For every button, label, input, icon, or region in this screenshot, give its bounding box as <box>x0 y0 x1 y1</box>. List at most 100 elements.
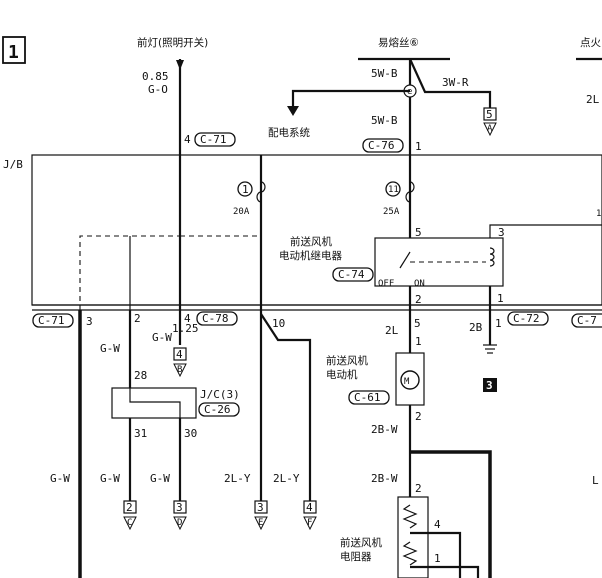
pin-5-relay: 5 <box>415 226 422 239</box>
fuse-11-badge <box>385 181 401 197</box>
relay-coil-feed <box>489 224 602 238</box>
ref-2c-num: 2 <box>126 501 133 514</box>
ref-2c-letter: C <box>127 518 132 528</box>
jc-label: J/C(3) <box>200 388 240 401</box>
pin-3-left: 3 <box>86 315 93 328</box>
pin-31: 31 <box>134 427 147 440</box>
ref-3d: 3 D <box>173 500 187 531</box>
jc-box <box>111 387 197 419</box>
wire-3wr-label: 3W-R <box>442 76 469 89</box>
resistor-tap-4 <box>410 531 462 578</box>
pin-1-right: 1 <box>495 317 502 330</box>
fuse-1-icon <box>256 181 266 203</box>
pin-1-motor: 1 <box>415 335 422 348</box>
c61-connector <box>348 390 390 405</box>
wire-2ly-bottom-0: 2L-Y <box>224 472 251 485</box>
pin-1-res: 1 <box>434 552 441 565</box>
ref-3d-num: 3 <box>176 501 183 514</box>
ref-3e: 3 E <box>254 500 268 531</box>
wire-3wr <box>408 58 492 108</box>
resistor-icon-1 <box>402 504 418 529</box>
fuse-11-num: 11 <box>388 185 399 195</box>
wire-2bw-branch <box>410 450 492 578</box>
c78-connector <box>196 311 238 326</box>
c71-bottom-label: C-71 <box>38 314 65 327</box>
ref-5a-num: 5 <box>486 108 493 121</box>
pin-2-relay: 2 <box>415 293 422 306</box>
c7-cut-connector <box>571 313 602 328</box>
jb-dash-left <box>79 235 180 310</box>
ground-icon <box>483 344 497 354</box>
pin-1-relay: 1 <box>497 292 504 305</box>
pin-2-left: 2 <box>134 312 141 325</box>
c26-label: C-26 <box>204 403 231 416</box>
c78-label: C-78 <box>202 312 229 325</box>
resistor-icon-2 <box>402 541 418 566</box>
distribution-label: 配电系统 <box>268 126 310 139</box>
ref-5a: 5 A <box>483 107 497 137</box>
wire-2bw-label-1: 2B-W <box>371 423 398 436</box>
c74-label: C-74 <box>338 268 365 281</box>
resistor-label-1: 前送风机 <box>340 536 382 549</box>
fuse-1-num: 1 <box>242 183 249 196</box>
ref-3d-letter: D <box>177 518 182 528</box>
distribution-arrow-icon <box>287 106 299 116</box>
right-l-label: L <box>592 474 599 487</box>
ref-4f-num: 4 <box>306 501 313 514</box>
motor-m-glyph: M <box>404 377 410 387</box>
c71-bottom-connector <box>32 313 74 328</box>
wire-2l-label: 2L <box>385 324 399 337</box>
fusible-link-label: 易熔丝⑥ <box>378 36 419 49</box>
ref-4b: 4 B <box>173 347 187 378</box>
c7-cut-label: C-7 <box>577 314 597 327</box>
resistor-box <box>397 496 429 578</box>
c72-connector <box>507 311 549 326</box>
relay-label-1: 前送风机 <box>290 235 332 248</box>
wire-2b-label: 2B <box>469 321 483 334</box>
pin-5-mid: 5 <box>414 317 421 330</box>
pin-2-res: 2 <box>415 482 422 495</box>
ref-3e-letter: E <box>258 518 263 528</box>
distribution-wire <box>291 89 410 110</box>
fuse-1-amp: 20A <box>233 207 250 217</box>
wire-5wb-label: 5W-B <box>371 114 398 127</box>
relay-on-label: ON <box>414 279 425 289</box>
c71-top-label: C-71 <box>200 133 227 146</box>
page-marker-text: 1 <box>8 42 19 63</box>
resistor-label-2: 电阻器 <box>340 550 372 563</box>
ref-2c: 2 C <box>123 500 137 531</box>
wire-gw-1-label: G-W <box>100 342 120 355</box>
ignition-label-cut: 点火 <box>580 37 601 49</box>
pin-2-motor: 2 <box>415 410 422 423</box>
ref-5a-letter: A <box>487 124 493 134</box>
c71-top-connector <box>194 132 236 147</box>
relay-switch-blade <box>399 251 411 269</box>
c26-connector <box>198 402 240 417</box>
pin-3-relay: 3 <box>498 226 505 239</box>
ref-4b-num: 4 <box>176 348 183 361</box>
wire-gw-2-label: G-W <box>152 331 172 344</box>
pin-4-left: 4 <box>184 312 191 325</box>
wire-085-label: 0.85 <box>142 70 169 83</box>
wire-2bw-label-2: 2B-W <box>371 472 398 485</box>
headlight-label: 前灯(照明开关) <box>137 36 208 49</box>
wire-gw-bottom-0: G-W <box>50 472 70 485</box>
pin-1-top: 1 <box>415 140 422 153</box>
right-1-label: 1 <box>596 209 601 219</box>
wire-2ly-2 <box>260 313 312 508</box>
c72-label: C-72 <box>513 312 540 325</box>
wire-gw-bottom-2: G-W <box>150 472 170 485</box>
pin-10: 10 <box>272 317 285 330</box>
fuse-11-amp: 25A <box>383 207 400 217</box>
resistor-tap-1 <box>410 565 480 578</box>
jb-label: J/B <box>3 158 23 171</box>
motor-label-2: 电动机 <box>326 368 358 381</box>
relay-label-2: 电动机继电器 <box>279 249 342 262</box>
ref-3-big: 3 <box>483 378 497 392</box>
motor-icon <box>400 370 420 390</box>
wire-gw-bottom-1: G-W <box>100 472 120 485</box>
page-marker: 1 <box>2 36 26 64</box>
c61-label: C-61 <box>354 391 381 404</box>
wire-5wb-top: 5W-B <box>371 67 398 80</box>
